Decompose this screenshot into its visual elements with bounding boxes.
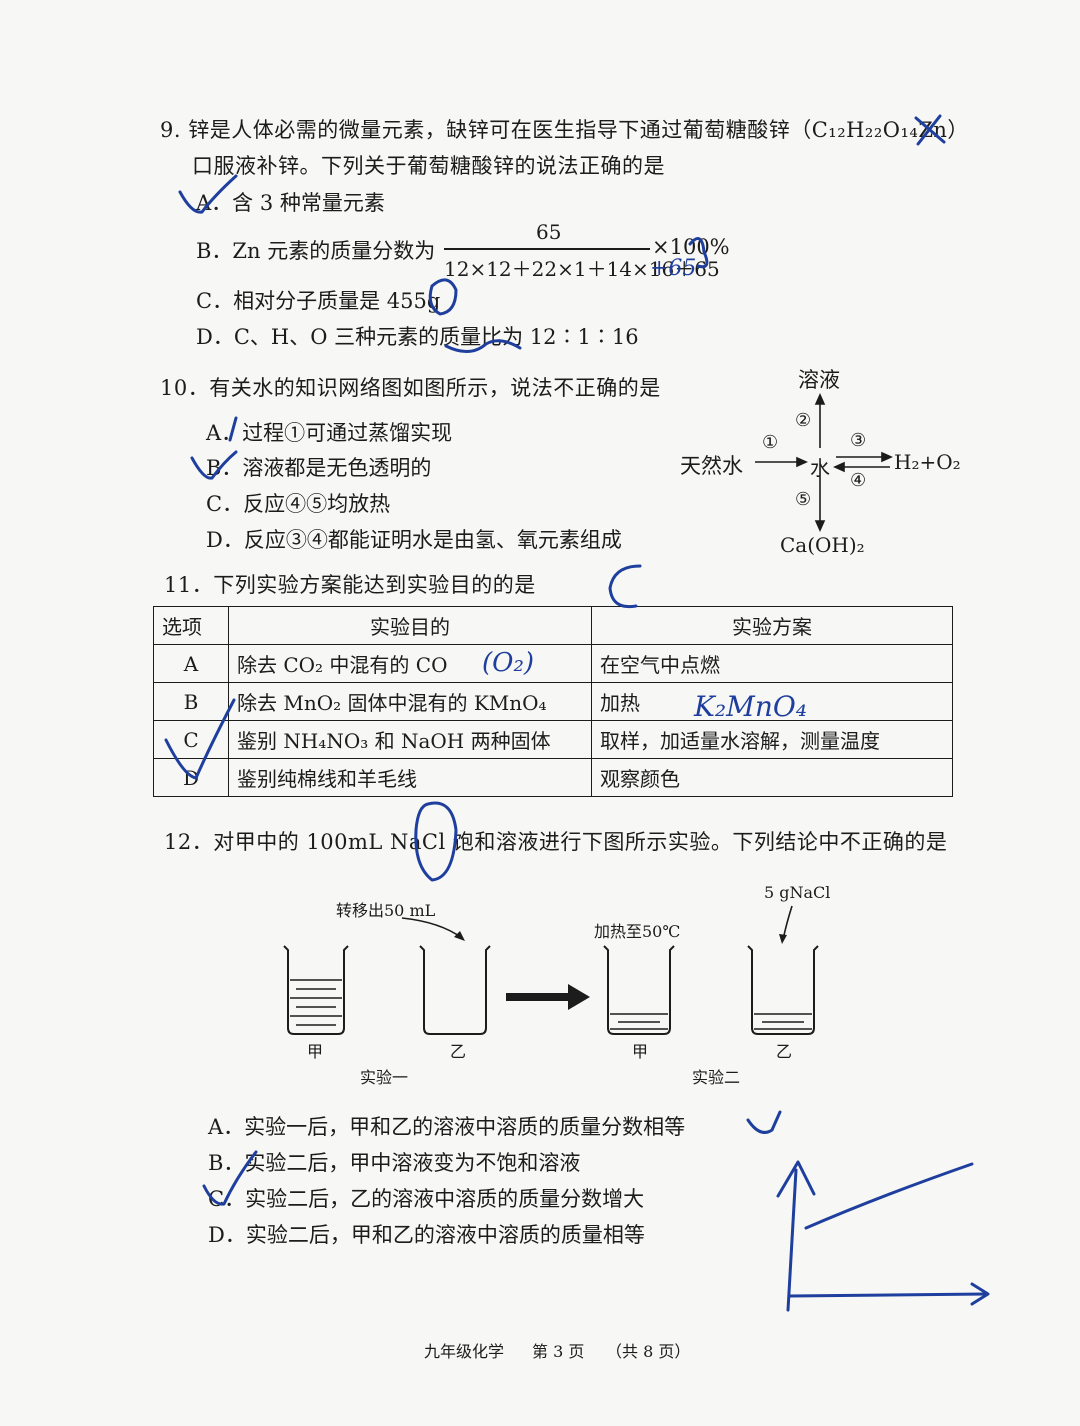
q10-diagram-label-3: ③ — [850, 430, 867, 451]
q9-fraction-bar — [444, 248, 650, 250]
handwritten-graph-line — [804, 1162, 974, 1230]
q10-diagram-label-5: ⑤ — [795, 489, 812, 510]
q9-option-b-denominator: 12×12＋22×1＋14×16＋65 — [444, 257, 720, 281]
footer-total-pages: （共 8 页） — [606, 1342, 691, 1361]
q10-option-c: C．反应④⑤均放热 — [206, 492, 391, 516]
q11-row-purpose: 鉴别纯棉线和羊毛线 — [228, 758, 592, 797]
handwritten-note-k2mno4: K₂MnO₄ — [694, 690, 808, 723]
q12-option-d: D．实验二后，甲和乙的溶液中溶质的质量相等 — [208, 1223, 645, 1247]
q11-table: 选项 实验目的 实验方案 A 除去 CO₂ 中混有的 CO 在空气中点燃 B 除… — [153, 606, 953, 797]
q10-diagram-label-1: ① — [762, 432, 779, 453]
q12-stem: 12．对甲中的 100mL NaCl 饱和溶液进行下图所示实验。下列结论中不正确… — [164, 830, 948, 854]
q11-row-purpose: 除去 MnO₂ 固体中混有的 KMnO₄ — [228, 682, 592, 721]
beaker-jia-2 — [603, 945, 675, 1035]
q12-beaker-jia-label-1: 甲 — [307, 1042, 324, 1061]
q11-row-purpose: 除去 CO₂ 中混有的 CO — [228, 644, 592, 683]
handwritten-note-plus65: +65 — [650, 256, 697, 281]
q10-stem: 10．有关水的知识网络图如图所示，说法不正确的是 — [160, 376, 661, 400]
q12-experiment-2-label: 实验二 — [692, 1068, 741, 1087]
q9-option-a: A．含 3 种常量元素 — [196, 191, 385, 215]
q9-option-d: D．C、H、O 三种元素的质量比为 12∶1∶16 — [196, 325, 639, 349]
q11-row-plan: 观察颜色 — [591, 758, 953, 797]
handwritten-note-o2: (O₂) — [482, 648, 535, 678]
q11-row-label: C — [153, 720, 229, 759]
q11-row-label: A — [153, 644, 229, 683]
q12-beaker-jia-label-2: 甲 — [632, 1042, 649, 1061]
q10-diagram-water: 水 — [810, 456, 830, 480]
beaker-yi-2 — [747, 945, 819, 1035]
q11-row-plan: 加热 — [591, 682, 953, 721]
handwritten-graph-y-axis — [786, 1168, 798, 1312]
q12-option-a: A．实验一后，甲和乙的溶液中溶质的质量分数相等 — [208, 1115, 686, 1139]
q10-diagram-label-4: ④ — [850, 470, 867, 491]
q11-table-header-row: 选项 实验目的 实验方案 — [153, 606, 953, 645]
q11-row-label: B — [153, 682, 229, 721]
q10-diagram-h2-o2: H₂+O₂ — [894, 450, 961, 474]
q11-row-plan: 在空气中点燃 — [591, 644, 953, 683]
table-row: C 鉴别 NH₄NO₃ 和 NaOH 两种固体 取样，加适量水溶解，测量温度 — [153, 720, 953, 759]
q11-stem: 11．下列实验方案能达到实验目的的是 — [164, 573, 536, 597]
q10-diagram-caoh2: Ca(OH)₂ — [780, 533, 865, 557]
table-row: B 除去 MnO₂ 固体中混有的 KMnO₄ 加热 — [153, 682, 953, 721]
table-row: A 除去 CO₂ 中混有的 CO 在空气中点燃 — [153, 644, 953, 683]
q9-option-b-prefix: B．Zn 元素的质量分数为 — [196, 239, 436, 263]
footer-subject: 九年级化学 — [424, 1342, 505, 1361]
q10-diagram-natural-water: 天然水 — [680, 454, 743, 478]
q9-option-b-suffix: ×100% — [652, 235, 730, 259]
q10-diagram-label-2: ② — [795, 410, 812, 431]
q12-option-b: B．实验二后，甲中溶液变为不饱和溶液 — [208, 1151, 581, 1175]
q11-row-plan: 取样，加适量水溶解，测量温度 — [591, 720, 953, 759]
q10-diagram-solution: 溶液 — [798, 368, 840, 392]
q12-beaker-yi-label-1: 乙 — [450, 1042, 467, 1061]
q10-option-a: A．过程①可通过蒸馏实现 — [206, 421, 453, 445]
q12-beaker-yi-label-2: 乙 — [776, 1042, 793, 1061]
footer-page-number: 第 3 页 — [532, 1342, 585, 1361]
q12-label-add-nacl: 5 gNaCl — [764, 883, 831, 902]
q9-option-c: C．相对分子质量是 455g — [196, 289, 441, 313]
q11-header-option: 选项 — [153, 606, 229, 645]
handwritten-check-mark — [178, 174, 238, 214]
q12-experiment-1-label: 实验一 — [360, 1068, 409, 1087]
beaker-yi-1 — [419, 945, 491, 1035]
q9-option-b-numerator: 65 — [536, 220, 562, 244]
handwritten-answer-c — [608, 564, 642, 609]
handwritten-graph-x-axis — [788, 1292, 988, 1298]
handwritten-check-mark — [190, 450, 238, 480]
q12-label-heat: 加热至50℃ — [594, 922, 681, 941]
beaker-jia-1 — [283, 945, 349, 1035]
handwritten-check-mark — [164, 698, 236, 780]
q10-option-b: B．溶液都是无色透明的 — [206, 456, 432, 480]
q9-stem-line1: 9. 锌是人体必需的微量元素，缺锌可在医生指导下通过葡萄糖酸锌（C₁₂H₂₂O₁… — [160, 118, 969, 142]
q12-label-transfer: 转移出50 mL — [336, 901, 436, 920]
q10-option-d: D．反应③④都能证明水是由氢、氧元素组成 — [206, 528, 622, 552]
q12-option-c: C．实验二后，乙的溶液中溶质的质量分数增大 — [208, 1187, 645, 1211]
q9-stem-line2: 口服液补锌。下列关于葡萄糖酸锌的说法正确的是 — [192, 154, 665, 178]
handwritten-check-mark — [202, 1150, 258, 1206]
